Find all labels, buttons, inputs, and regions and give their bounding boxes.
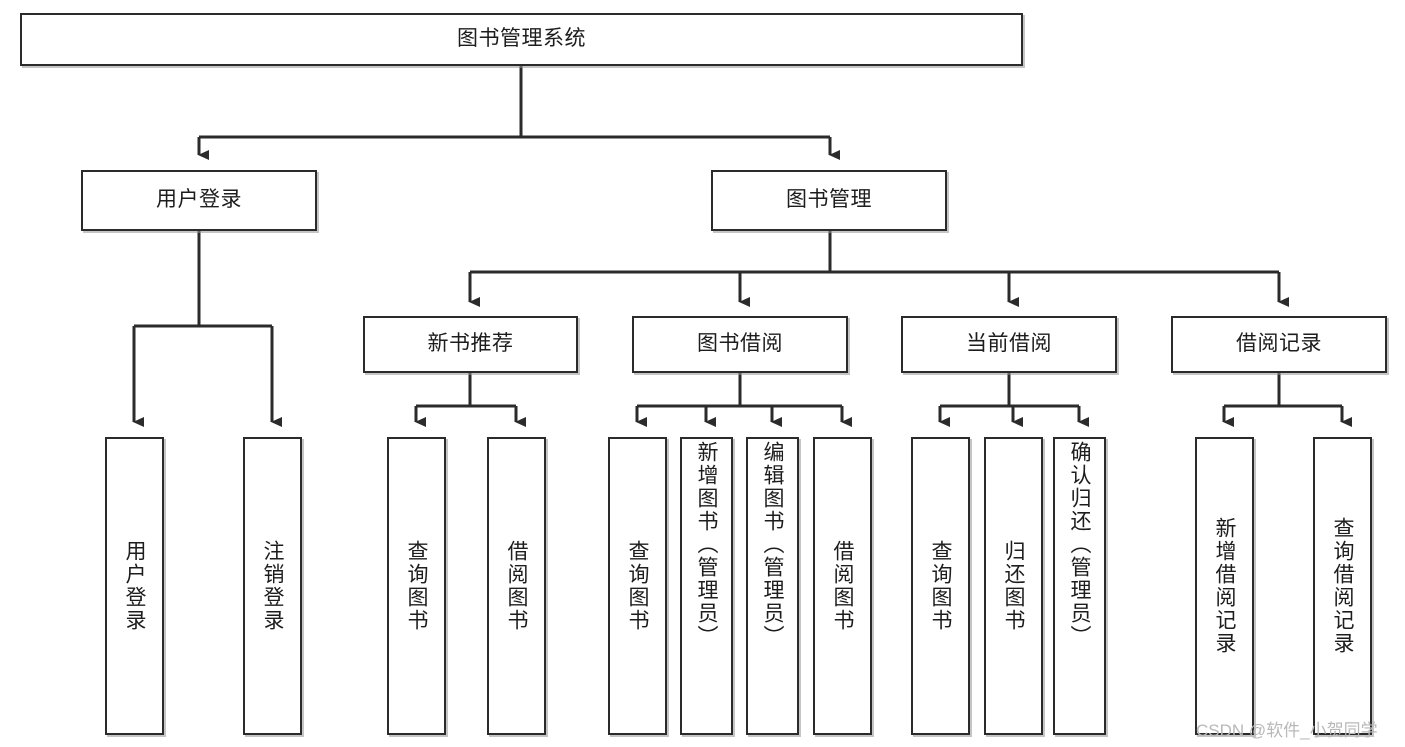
- leaf-edit-book-admin[interactable]: 编辑图书（管理员）: [746, 437, 799, 735]
- csdn-watermark: CSDN @软件_小贺同学: [1196, 721, 1378, 740]
- node-current-borrow[interactable]: 当前借阅: [901, 316, 1117, 373]
- node-label: 查询图书: [929, 540, 952, 632]
- node-label: 图书管理: [786, 188, 872, 212]
- leaf-query-book-borrow[interactable]: 查询图书: [608, 437, 667, 735]
- node-label: 注销登录: [261, 540, 284, 632]
- node-label: 新增图书（管理员）: [695, 441, 718, 648]
- node-label: 新书推荐: [427, 332, 514, 356]
- node-label: 新增借阅记录: [1213, 517, 1236, 655]
- node-label: 用户登录: [156, 188, 242, 212]
- node-label: 查询图书: [626, 540, 649, 632]
- node-label: 当前借阅: [966, 332, 1052, 356]
- node-label: 借阅图书: [505, 540, 528, 632]
- leaf-add-borrow-record[interactable]: 新增借阅记录: [1195, 437, 1254, 735]
- node-label: 图书借阅: [697, 332, 783, 356]
- node-label: 用户登录: [123, 540, 146, 632]
- node-root-system[interactable]: 图书管理系统: [20, 13, 1023, 66]
- leaf-return-book[interactable]: 归还图书: [984, 437, 1043, 735]
- node-label: 借阅记录: [1236, 332, 1322, 356]
- node-label: 确认归还（管理员）: [1068, 441, 1091, 648]
- node-user-login[interactable]: 用户登录: [81, 170, 317, 231]
- node-label: 图书管理系统: [457, 27, 586, 51]
- leaf-add-book-admin[interactable]: 新增图书（管理员）: [680, 437, 733, 735]
- node-borrow-records[interactable]: 借阅记录: [1171, 316, 1387, 373]
- leaf-query-borrow-record[interactable]: 查询借阅记录: [1313, 437, 1372, 735]
- leaf-user-login[interactable]: 用户登录: [105, 437, 164, 735]
- leaf-confirm-return-admin[interactable]: 确认归还（管理员）: [1053, 437, 1106, 735]
- node-label: 编辑图书（管理员）: [761, 441, 784, 648]
- node-label: 归还图书: [1002, 540, 1025, 632]
- leaf-lend-book[interactable]: 借阅图书: [813, 437, 872, 735]
- leaf-logout[interactable]: 注销登录: [243, 437, 302, 735]
- node-new-book-recommend[interactable]: 新书推荐: [363, 316, 578, 373]
- node-label: 查询借阅记录: [1331, 517, 1354, 655]
- node-label: 查询图书: [405, 540, 428, 632]
- leaf-query-book-current[interactable]: 查询图书: [911, 437, 970, 735]
- node-book-management[interactable]: 图书管理: [711, 170, 947, 231]
- leaf-query-book-recommend[interactable]: 查询图书: [387, 437, 446, 735]
- node-book-borrow[interactable]: 图书借阅: [632, 316, 848, 373]
- node-label: 借阅图书: [831, 540, 854, 632]
- leaf-borrow-book-recommend[interactable]: 借阅图书: [487, 437, 546, 735]
